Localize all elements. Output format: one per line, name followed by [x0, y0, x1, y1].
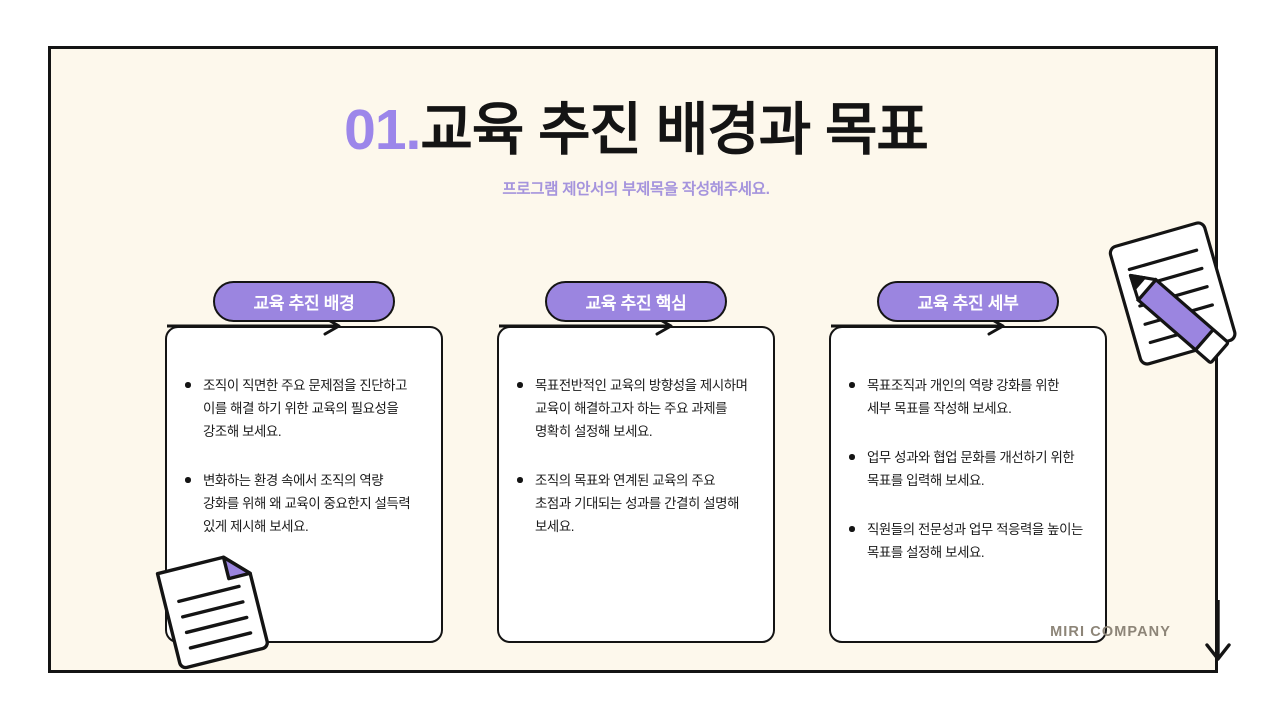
bullet-dot-icon [517, 477, 523, 483]
list-item-text: 직원들의 전문성과 업무 적응력을 높이는 목표를 설정해 보세요. [867, 522, 1083, 561]
bullet-list: 목표조직과 개인의 역량 강화를 위한 세부 목표를 작성해 보세요. 업무 성… [847, 374, 1085, 564]
list-item: 업무 성과와 협업 문화를 개선하기 위한 목표를 입력해 보세요. [847, 446, 1085, 492]
bullet-list: 조직이 직면한 주요 문제점을 진단하고 이를 해결 하기 위한 교육의 필요성… [183, 374, 421, 538]
card-badge: 교육 추진 핵심 [545, 281, 727, 322]
page-title: 01.교육 추진 배경과 목표 [51, 98, 1221, 162]
title-number: 01. [344, 98, 421, 162]
list-item: 목표전반적인 교육의 방향성을 제시하며 교육이 해결하고자 하는 주요 과제를… [515, 374, 753, 443]
footer-brand: MIRI COMPANY [1050, 624, 1171, 640]
list-item-text: 조직의 목표와 연계된 교육의 주요 초점과 기대되는 성과를 간결히 설명해 … [535, 473, 739, 535]
list-item: 직원들의 전문성과 업무 적응력을 높이는 목표를 설정해 보세요. [847, 518, 1085, 564]
list-item: 조직이 직면한 주요 문제점을 진단하고 이를 해결 하기 위한 교육의 필요성… [183, 374, 421, 443]
list-item-text: 변화하는 환경 속에서 조직의 역량 강화를 위해 왜 교육이 중요한지 설득력… [203, 473, 411, 535]
list-item-text: 업무 성과와 협업 문화를 개선하기 위한 목표를 입력해 보세요. [867, 450, 1075, 489]
card-body: 목표조직과 개인의 역량 강화를 위한 세부 목표를 작성해 보세요. 업무 성… [829, 326, 1107, 643]
list-item-text: 목표전반적인 교육의 방향성을 제시하며 교육이 해결하고자 하는 주요 과제를… [535, 378, 748, 440]
list-item-text: 목표조직과 개인의 역량 강화를 위한 세부 목표를 작성해 보세요. [867, 378, 1060, 417]
list-item: 변화하는 환경 속에서 조직의 역량 강화를 위해 왜 교육이 중요한지 설득력… [183, 469, 421, 538]
bullet-dot-icon [185, 382, 191, 388]
card-box [829, 326, 1107, 643]
bullet-dot-icon [185, 477, 191, 483]
slide-subtitle: 프로그램 제안서의 부제목을 작성해주세요. [502, 180, 770, 198]
bullet-dot-icon [849, 382, 855, 388]
list-item-text: 조직이 직면한 주요 문제점을 진단하고 이를 해결 하기 위한 교육의 필요성… [203, 378, 407, 440]
bullet-list: 목표전반적인 교육의 방향성을 제시하며 교육이 해결하고자 하는 주요 과제를… [515, 374, 753, 538]
slide-frame: 01.교육 추진 배경과 목표 프로그램 제안서의 부제목을 작성해주세요. 교… [48, 46, 1237, 673]
list-item: 조직의 목표와 연계된 교육의 주요 초점과 기대되는 성과를 간결히 설명해 … [515, 469, 753, 538]
slide-heading: 01.교육 추진 배경과 목표 프로그램 제안서의 부제목을 작성해주세요. [51, 98, 1221, 199]
bullet-dot-icon [849, 526, 855, 532]
list-item: 목표조직과 개인의 역량 강화를 위한 세부 목표를 작성해 보세요. [847, 374, 1085, 420]
card-badge: 교육 추진 세부 [877, 281, 1059, 322]
bullet-dot-icon [517, 382, 523, 388]
bullet-dot-icon [849, 454, 855, 460]
card-body: 목표전반적인 교육의 방향성을 제시하며 교육이 해결하고자 하는 주요 과제를… [497, 326, 775, 643]
card-body: 조직이 직면한 주요 문제점을 진단하고 이를 해결 하기 위한 교육의 필요성… [165, 326, 443, 643]
title-text: 교육 추진 배경과 목표 [420, 98, 928, 162]
card-badge: 교육 추진 배경 [213, 281, 395, 322]
